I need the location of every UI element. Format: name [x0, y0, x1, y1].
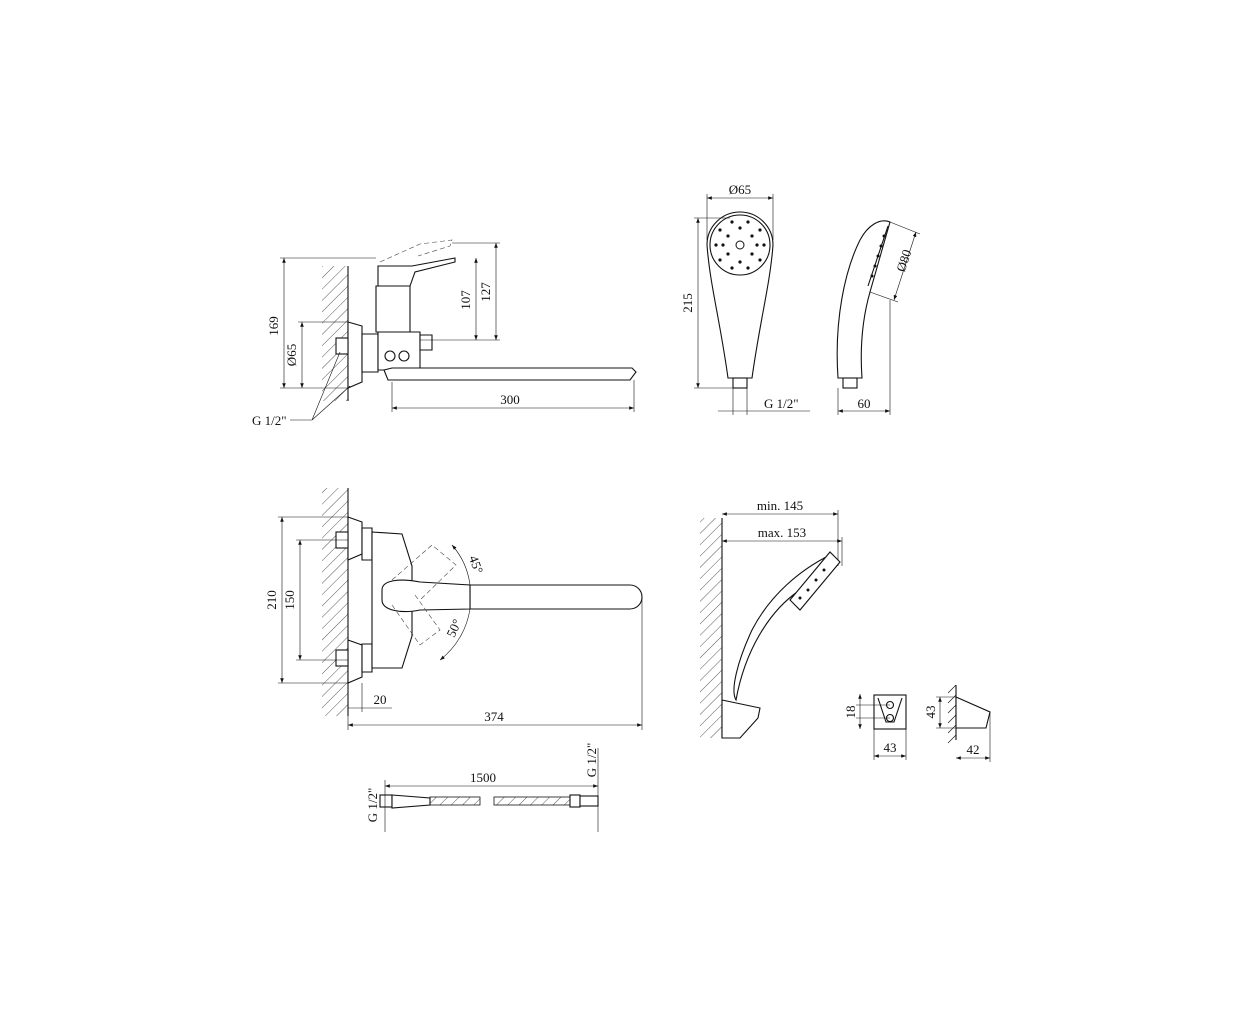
- angle-50: 50°: [443, 617, 464, 640]
- spout: [469, 584, 643, 610]
- dim-min-145: min. 145: [757, 498, 803, 513]
- angle-45: 45°: [466, 553, 486, 575]
- thread-label: G 1/2": [764, 396, 799, 411]
- dim-210: 210: [264, 590, 279, 610]
- mixer-side-view: 169 Ø65 107 127 300 G 1/2": [252, 239, 637, 428]
- dim-1500: 1500: [470, 770, 496, 785]
- dim-inlet-diameter: Ø65: [284, 344, 299, 366]
- thread-connector: [732, 377, 748, 389]
- hose-view: 1500 G 1/2" G 1/2": [365, 743, 599, 832]
- dim-43-width: 43: [884, 740, 897, 755]
- spout: [383, 367, 637, 381]
- holder-side-view: 43 42: [923, 684, 991, 762]
- dim-127: 127: [478, 282, 493, 302]
- dim-300: 300: [500, 392, 520, 407]
- dim-side-diameter: Ø80: [893, 248, 914, 274]
- shower-on-holder-view: min. 145 max. 153: [700, 498, 843, 739]
- wall-hatch: [322, 266, 348, 401]
- holder-front-view: 18 43: [843, 694, 907, 760]
- dim-18: 18: [843, 706, 858, 719]
- thread-label: G 1/2": [252, 413, 287, 428]
- dim-150: 150: [282, 590, 297, 610]
- dim-42: 42: [967, 742, 980, 757]
- dim-107: 107: [458, 290, 473, 310]
- shower-head-front-view: Ø65 215 G 1/2": [680, 182, 810, 415]
- dim-43-height: 43: [923, 706, 938, 719]
- mixer-body: [375, 285, 411, 333]
- dim-head-diameter: Ø65: [729, 182, 751, 197]
- lever: [381, 579, 471, 613]
- holder: [721, 699, 761, 739]
- shower-head-outline: [706, 211, 774, 379]
- eccentric-flange: [347, 321, 363, 389]
- mixer-top-view: 45° 50° 210 150 20 374: [264, 488, 643, 730]
- lever: [377, 257, 456, 287]
- dim-20: 20: [374, 692, 387, 707]
- dim-169: 169: [266, 316, 281, 336]
- dim-60: 60: [858, 396, 871, 411]
- dim-max-153: max. 153: [758, 525, 806, 540]
- thread-right: G 1/2": [584, 743, 599, 778]
- dim-374: 374: [484, 709, 504, 724]
- shower-head-side-view: Ø80 60: [836, 220, 921, 415]
- thread-left: G 1/2": [365, 788, 380, 823]
- dim-215: 215: [680, 293, 695, 313]
